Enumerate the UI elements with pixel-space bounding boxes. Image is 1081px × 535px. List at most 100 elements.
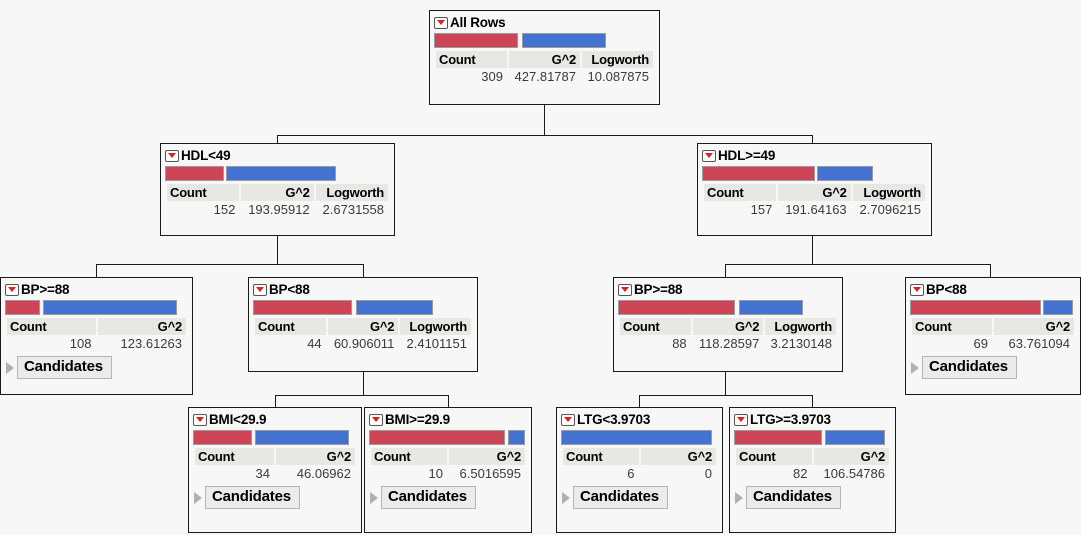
candidates-row[interactable]: Candidates [5,356,188,379]
stats-value-g2: 427.81787 [514,69,576,84]
candidates-row[interactable]: Candidates [369,486,527,509]
connector-to-bp-ge-88-left [96,264,97,277]
node-label: HDL>=49 [718,147,776,163]
tree-node-hdl-lt-49[interactable]: HDL<49 Count G^2 Logworth 152 193.95912 … [160,143,395,236]
stats-header-row: Count G^2 [7,318,186,335]
stats-header-logworth: Logworth [315,184,388,201]
red-down-triangle-icon[interactable] [434,16,448,29]
right-caret-icon[interactable] [562,491,570,504]
stats-value-count: 34 [255,466,270,481]
red-down-triangle-icon[interactable] [702,149,716,162]
stats-header-g2: G^2 [276,448,355,465]
connector-level2-span [277,135,813,136]
right-caret-icon[interactable] [911,361,919,374]
tree-node-ltg-ge-3-9703[interactable]: LTG>=3.9703 Count G^2 82 106.54786 Candi… [729,407,896,533]
tree-node-bmi-lt-29-9[interactable]: BMI<29.9 Count G^2 34 46.06962 Candidate… [188,407,362,533]
candidates-button[interactable]: Candidates [922,356,1017,379]
right-caret-icon[interactable] [735,491,743,504]
red-down-triangle-icon[interactable] [561,413,575,426]
node-title-bp-lt-88-left: BP<88 [253,281,473,298]
right-caret-icon[interactable] [194,491,202,504]
tree-node-root[interactable]: All Rows Count G^2 Logworth 309 427.8178… [429,10,660,105]
candidates-row[interactable]: Candidates [561,486,718,509]
connector-level4-right-span [639,395,812,396]
stats-value-count: 152 [213,202,236,217]
tree-node-ltg-lt-3-9703[interactable]: LTG<3.9703 Count G^2 6 0 Candidates [556,407,723,533]
node-title-bmi-lt-29-9: BMI<29.9 [193,411,357,428]
stats-header-g2: G^2 [97,318,186,335]
red-down-triangle-icon[interactable] [618,283,632,296]
candidates-button[interactable]: Candidates [573,486,668,509]
connector-hdl-ge-49-down [812,236,813,264]
candidates-row[interactable]: Candidates [734,486,891,509]
stats-value-g2: 63.761094 [1008,336,1070,351]
bar-segment-blue [522,33,607,48]
proportion-bar [253,300,473,315]
connector-to-hdl-lt-49 [277,135,278,143]
proportion-bar [561,430,718,445]
red-down-triangle-icon[interactable] [193,413,207,426]
stats-value-g2: 60.906011 [333,336,395,351]
stats-value-count: 69 [973,336,988,351]
stats-header-row: Count G^2 Logworth [255,318,471,335]
bar-segment-blue [225,166,336,181]
stats-header-count: Count [620,318,691,335]
red-down-triangle-icon[interactable] [5,283,19,296]
tree-node-bp-lt-88-left[interactable]: BP<88 Count G^2 Logworth 44 60.906011 2.… [248,277,478,372]
stats-value-row: 108 123.61263 [7,335,186,351]
red-down-triangle-icon[interactable] [910,283,924,296]
node-title-hdl-ge-49: HDL>=49 [702,147,927,164]
stats-header-count: Count [7,318,96,335]
bar-segment-red [702,166,815,181]
right-caret-icon[interactable] [6,361,14,374]
tree-node-hdl-ge-49[interactable]: HDL>=49 Count G^2 Logworth 157 191.64163… [697,143,932,236]
stats-value-row: 44 60.906011 2.4101151 [255,335,471,351]
bar-segment-red [434,33,518,48]
connector-bp-ge-88-right-down [725,372,726,395]
stats-header-logworth: Logworth [582,51,653,68]
node-label: BMI>=29.9 [385,411,450,427]
node-label: LTG>=3.9703 [750,411,831,427]
stats-value-count: 157 [750,202,773,217]
red-down-triangle-icon[interactable] [369,413,383,426]
connector-bp-lt-88-left-down [363,372,364,395]
candidates-button[interactable]: Candidates [17,356,112,379]
node-stats-table: Count G^2 10 6.5016595 [369,448,527,481]
red-down-triangle-icon[interactable] [165,149,179,162]
bar-segment-red [165,166,224,181]
tree-node-bp-ge-88-left[interactable]: BP>=88 Count G^2 108 123.61263 Candidate… [0,277,193,395]
red-down-triangle-icon[interactable] [253,283,267,296]
proportion-bar [702,166,927,181]
proportion-bar [193,430,357,445]
tree-node-bmi-ge-29-9[interactable]: BMI>=29.9 Count G^2 10 6.5016595 Candida… [364,407,532,533]
candidates-row[interactable]: Candidates [193,486,357,509]
candidates-button[interactable]: Candidates [746,486,841,509]
stats-header-g2: G^2 [994,318,1074,335]
stats-value-g2: 106.54786 [823,466,885,481]
stats-value-row: 6 0 [563,465,716,481]
bar-segment-blue [825,430,885,445]
stats-value-count: 82 [793,466,808,481]
node-label: LTG<3.9703 [577,411,651,427]
node-label: BP<88 [926,281,967,297]
candidates-row[interactable]: Candidates [910,356,1076,379]
stats-value-logworth: 2.4101151 [406,336,468,351]
candidates-button[interactable]: Candidates [381,486,476,509]
stats-value-row: 82 106.54786 [736,465,889,481]
node-stats-table: Count G^2 82 106.54786 [734,448,891,481]
stats-value-logworth: 3.2130148 [770,336,832,351]
tree-node-bp-ge-88-right[interactable]: BP>=88 Count G^2 Logworth 88 118.28597 3… [613,277,843,372]
red-down-triangle-icon[interactable] [734,413,748,426]
stats-value-row: 88 118.28597 3.2130148 [620,335,836,351]
stats-value-g2: 0 [704,466,712,481]
bar-segment-blue [1042,300,1073,315]
node-title-bp-ge-88-left: BP>=88 [5,281,188,298]
node-label: All Rows [450,14,506,30]
right-caret-icon[interactable] [370,491,378,504]
tree-node-bp-lt-88-right[interactable]: BP<88 Count G^2 69 63.761094 Candidates [905,277,1081,395]
candidates-button[interactable]: Candidates [205,486,300,509]
connector-to-hdl-ge-49 [812,135,813,143]
connector-to-bp-lt-88-left [363,264,364,277]
connector-to-ltg-lt-3-9703 [639,395,640,407]
bar-segment-red [193,430,253,445]
